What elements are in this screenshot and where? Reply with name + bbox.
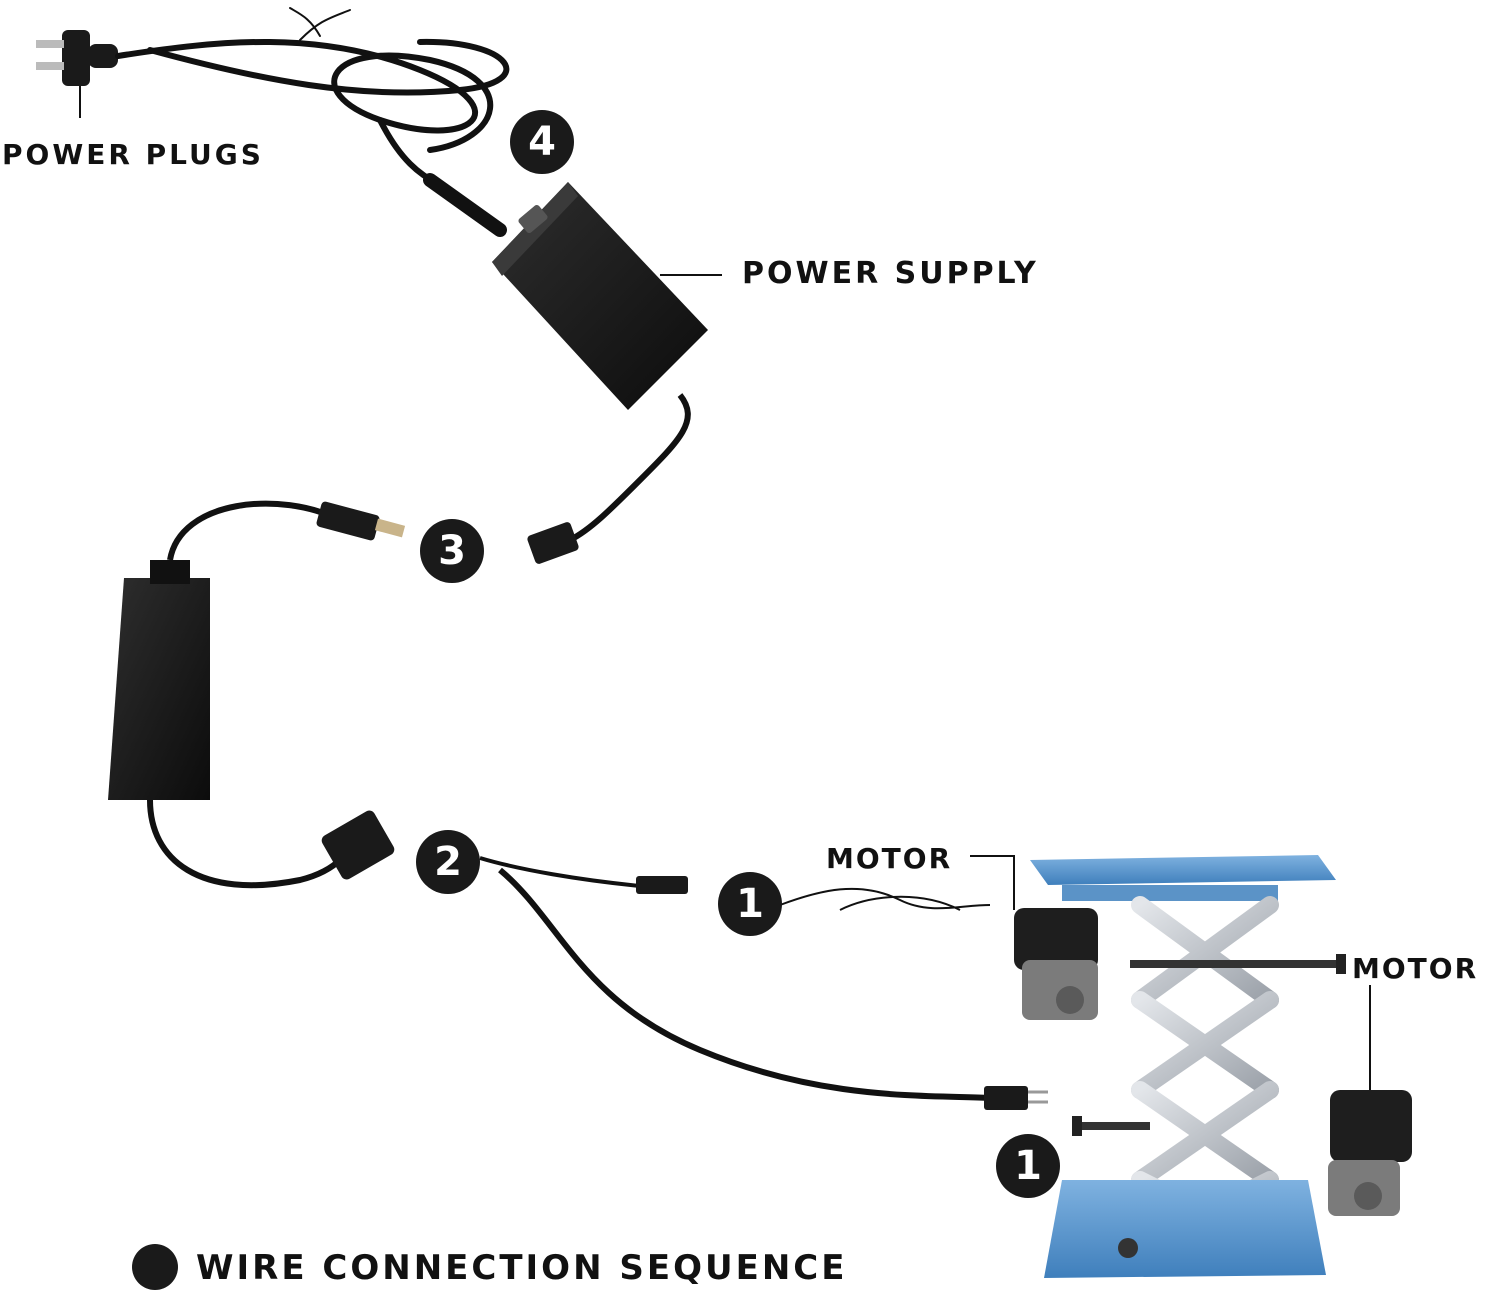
step-badge-3: 3 [420, 519, 484, 583]
motor-lead-wire [779, 887, 991, 911]
motor-lower [1328, 985, 1412, 1216]
legend-dot-icon [132, 1244, 178, 1290]
step-badge-2: 2 [416, 830, 480, 894]
splitter-cable [479, 856, 1048, 1110]
step-badge-4: 4 [510, 110, 574, 174]
legend-label: WIRE CONNECTION SEQUENCE [196, 1248, 848, 1288]
power-plugs-label: POWER PLUGS [2, 138, 264, 171]
controller-box [108, 500, 406, 889]
step-badge-1-lower: 1 [996, 1134, 1060, 1198]
motor-label-left: MOTOR [826, 842, 953, 875]
power-supply-brick [492, 182, 722, 410]
power-cord [115, 7, 510, 237]
scissor-lift [1030, 855, 1346, 1278]
motor-label-right: MOTOR [1352, 952, 1479, 985]
supply-output-cable [527, 393, 691, 564]
power-plug [36, 30, 118, 118]
power-supply-label: POWER SUPPLY [742, 256, 1039, 291]
step-badge-1-upper: 1 [718, 872, 782, 936]
motor-upper [970, 855, 1098, 1020]
